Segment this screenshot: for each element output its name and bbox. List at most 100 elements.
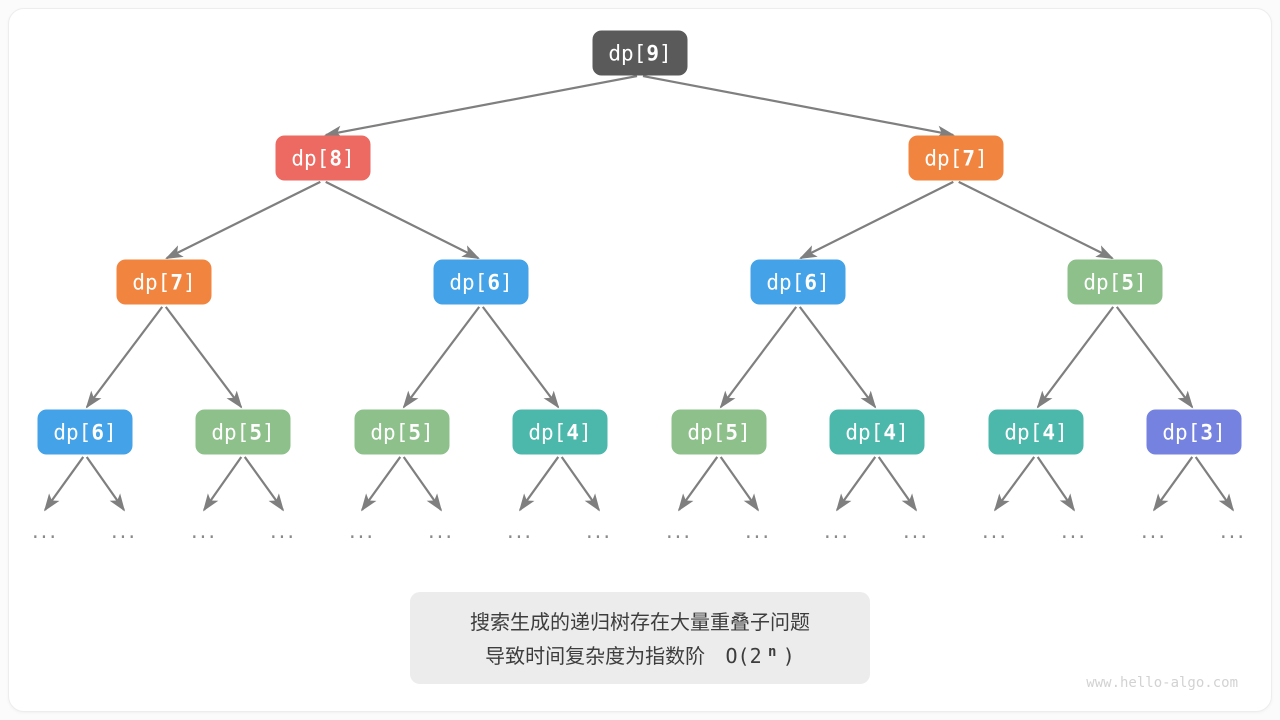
tree-edge (165, 180, 321, 260)
tree-edge (642, 74, 955, 139)
tree-node-label: dp[7] (924, 147, 987, 171)
tree-edge-to-ellipsis (719, 456, 760, 512)
tree-edge (402, 306, 481, 409)
ellipsis-label: ... (903, 519, 929, 543)
ellipsis-label: ... (428, 519, 454, 543)
tree-edge-to-ellipsis (43, 456, 85, 512)
tree-edge (1036, 306, 1115, 409)
tree-node[interactable]: dp[4] (988, 409, 1084, 455)
tree-node-box (433, 259, 529, 305)
tree-edge (1115, 306, 1194, 409)
tree-edge (85, 306, 164, 409)
tree-edge (164, 306, 243, 409)
ellipsis-label: ... (1220, 519, 1246, 543)
ellipsis-label: ... (824, 519, 850, 543)
tree-node[interactable]: dp[5] (354, 409, 450, 455)
tree-edge (481, 306, 560, 409)
tree-node-label: dp[4] (528, 421, 591, 445)
tree-node[interactable]: dp[4] (829, 409, 925, 455)
tree-node-box (1067, 259, 1163, 305)
caption-background (410, 592, 870, 684)
ellipsis-label: ... (349, 519, 375, 543)
ellipsis-label: ... (111, 519, 137, 543)
tree-edge (325, 180, 480, 260)
tree-node-label: dp[6] (766, 271, 829, 295)
tree-node-label: dp[5] (687, 421, 750, 445)
tree-node[interactable]: dp[8] (275, 135, 371, 181)
ellipsis-label: ... (507, 519, 533, 543)
tree-nodes: dp[9] dp[8] dp[7] dp[7] dp[6] dp[6] dp[5] dp[6]… (37, 30, 1242, 455)
tree-node-box (988, 409, 1084, 455)
ellipsis-label: ... (982, 519, 1008, 543)
tree-edge-to-ellipsis (243, 456, 285, 512)
tree-node-box (354, 409, 450, 455)
tree-node-box (908, 135, 1004, 181)
tree-node[interactable]: dp[5] (195, 409, 291, 455)
ellipsis-label: ... (745, 519, 771, 543)
tree-node-box (195, 409, 291, 455)
tree-edge-to-ellipsis (518, 456, 560, 512)
tree-node-label: dp[5] (370, 421, 433, 445)
tree-node-box (750, 259, 846, 305)
ellipsis-label: ... (270, 519, 296, 543)
tree-node-box (512, 409, 608, 455)
tree-node-label: dp[4] (1004, 421, 1067, 445)
tree-edge-to-ellipsis (1194, 456, 1235, 512)
tree-node-label: dp[6] (53, 421, 116, 445)
tree-node-label: dp[6] (449, 271, 512, 295)
tree-edge (324, 74, 638, 139)
tree-node-label: dp[8] (291, 147, 354, 171)
tree-node[interactable]: dp[5] (1067, 259, 1163, 305)
tree-node-box (829, 409, 925, 455)
tree-node[interactable]: dp[3] (1146, 409, 1242, 455)
tree-node[interactable]: dp[6] (750, 259, 846, 305)
ellipsis-label: ... (1141, 519, 1167, 543)
tree-edges (43, 74, 1235, 512)
ellipsis-label: ... (191, 519, 217, 543)
tree-node-box (37, 409, 133, 455)
tree-node[interactable]: dp[7] (908, 135, 1004, 181)
tree-node-label: dp[7] (132, 271, 195, 295)
tree-node[interactable]: dp[4] (512, 409, 608, 455)
tree-edge-to-ellipsis (560, 456, 601, 512)
tree-node[interactable]: dp[6] (433, 259, 529, 305)
tree-edge-to-ellipsis (1036, 456, 1075, 512)
tree-edge (798, 306, 877, 409)
tree-node-box (1146, 409, 1242, 455)
tree-leaf-ellipses: ........................................… (32, 519, 1246, 543)
tree-node-label: dp[4] (845, 421, 908, 445)
ellipsis-label: ... (1061, 519, 1087, 543)
tree-edge-to-ellipsis (360, 456, 402, 512)
tree-node[interactable]: dp[9] (592, 30, 688, 76)
ellipsis-label: ... (32, 519, 58, 543)
tree-node[interactable]: dp[7] (116, 259, 212, 305)
tree-edge (719, 306, 798, 409)
tree-node-label: dp[9] (608, 42, 671, 66)
tree-edge-to-ellipsis (677, 456, 719, 512)
watermark: www.hello-algo.com (1086, 675, 1238, 691)
tree-edge (958, 180, 1114, 260)
tree-node-label: dp[5] (1083, 271, 1146, 295)
tree-node-box (116, 259, 212, 305)
tree-edge-to-ellipsis (877, 456, 918, 512)
ellipsis-label: ... (586, 519, 612, 543)
tree-edge-to-ellipsis (202, 456, 243, 512)
tree-edge-to-ellipsis (835, 456, 877, 512)
tree-node-label: dp[5] (211, 421, 274, 445)
caption-line-2: 导致时间复杂度为指数阶 O(2 n ) (485, 637, 795, 668)
tree-edge-to-ellipsis (85, 456, 126, 512)
tree-edge (799, 180, 954, 260)
tree-edge-to-ellipsis (1152, 456, 1194, 512)
tree-node[interactable]: dp[6] (37, 409, 133, 455)
caption-box: 搜索生成的递归树存在大量重叠子问题 导致时间复杂度为指数阶 O(2 n ) (410, 592, 870, 684)
ellipsis-label: ... (666, 519, 692, 543)
tree-node-label: dp[3] (1162, 421, 1225, 445)
tree-node-box (671, 409, 767, 455)
tree-node-box (592, 30, 688, 76)
tree-node[interactable]: dp[5] (671, 409, 767, 455)
tree-edge-to-ellipsis (402, 456, 443, 512)
tree-node-box (275, 135, 371, 181)
tree-edge-to-ellipsis (993, 456, 1036, 512)
